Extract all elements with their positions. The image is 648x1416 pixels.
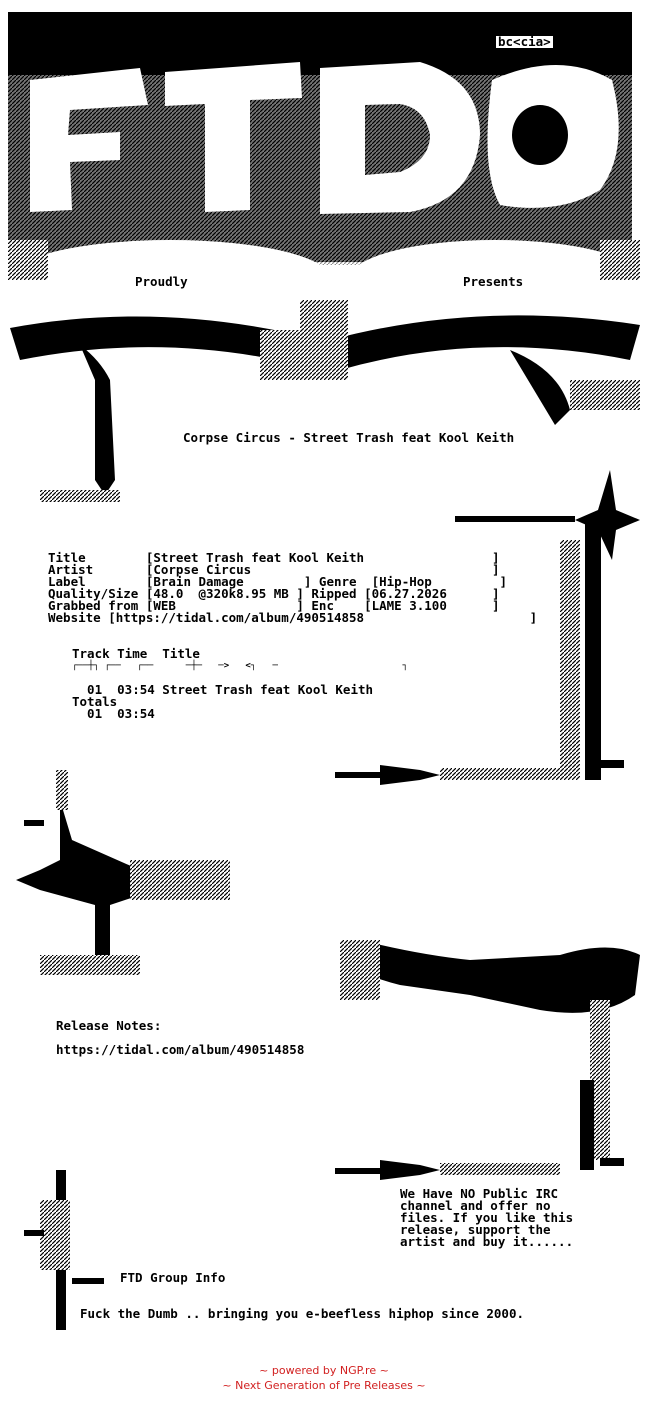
presents-label: Presents (463, 274, 524, 289)
release-notes-heading: Release Notes: (56, 1018, 162, 1033)
bc-cia-tag: bc<cia> (496, 34, 553, 49)
info-artist: Artist [Corpse Circus ] (48, 562, 500, 577)
info-quality-ripped: Quality/Size [48.0 @320k8.95 MB ] Ripped… (48, 586, 500, 601)
group-info-title: FTD Group Info (120, 1270, 226, 1285)
release-title: Corpse Circus - Street Trash feat Kool K… (183, 430, 515, 445)
release-notes-url[interactable]: https://tidal.com/album/490514858 (56, 1042, 305, 1057)
ftd-logo-art (8, 12, 640, 495)
info-title: Title [Street Trash feat Kool Keith ] (48, 550, 500, 565)
info-website: Website [https://tidal.com/album/4905148… (48, 610, 538, 625)
footer-powered-by[interactable]: ~ powered by NGP.re ~ (259, 1364, 389, 1377)
track-row: 01 03:54 Street Trash feat Kool Keith (72, 682, 374, 697)
irc-line: release, support the (400, 1222, 551, 1237)
proudly-label: Proudly (135, 274, 188, 289)
totals-label: Totals (72, 694, 118, 709)
irc-line: artist and buy it...... (400, 1234, 574, 1249)
totals-row: 01 03:54 (72, 706, 155, 721)
info-label-genre: Label [Brain Damage ] Genre [Hip-Hop ] (48, 574, 508, 589)
footer-ngp-tagline: ~ Next Generation of Pre Releases ~ (222, 1379, 426, 1392)
tracklist-header: Track Time Title (72, 646, 200, 661)
tracklist-rule: ┌──┼┐ ┌── ┌── ─┼─ ─> <┐ ─ ┐ (72, 661, 408, 671)
irc-line: files. If you like this (400, 1210, 574, 1225)
divider-art (16, 470, 640, 1330)
group-tagline: Fuck the Dumb .. bringing you e-beefless… (80, 1306, 525, 1321)
info-grabbed-enc: Grabbed from [WEB ] Enc [LAME 3.100 ] (48, 598, 500, 613)
irc-line: We Have NO Public IRC (400, 1186, 559, 1201)
irc-line: channel and offer no (400, 1198, 551, 1213)
